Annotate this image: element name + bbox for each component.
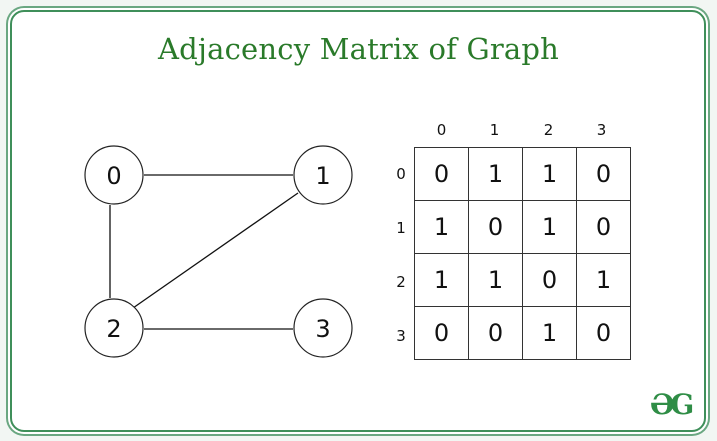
matrix-cell: 1 bbox=[468, 253, 523, 307]
graph-node-0: 0 bbox=[84, 145, 144, 205]
matrix-column-header: 1 bbox=[489, 121, 500, 139]
edge-1-2 bbox=[132, 192, 299, 309]
matrix-column-header: 2 bbox=[543, 121, 554, 139]
matrix-cell: 0 bbox=[576, 306, 631, 360]
adjacency-matrix: 0 1 1 0 1 0 1 0 1 1 0 1 0 0 1 0 bbox=[414, 147, 631, 360]
graph-node-label: 3 bbox=[315, 315, 330, 343]
matrix-row: 1 0 1 0 bbox=[414, 200, 631, 254]
brand-logo: ƏG bbox=[650, 388, 694, 421]
matrix-row-header: 3 bbox=[396, 327, 406, 345]
matrix-cell: 0 bbox=[522, 253, 577, 307]
diagram-title: Adjacency Matrix of Graph bbox=[157, 32, 560, 66]
graph-node-2: 2 bbox=[84, 298, 144, 358]
graph-node-1: 1 bbox=[293, 145, 353, 205]
matrix-cell: 0 bbox=[414, 147, 469, 201]
matrix-row-header: 2 bbox=[396, 273, 406, 291]
graph-node-label: 2 bbox=[106, 315, 121, 343]
matrix-row: 0 1 1 0 bbox=[414, 147, 631, 201]
matrix-cell: 0 bbox=[576, 147, 631, 201]
matrix-cell: 1 bbox=[522, 306, 577, 360]
matrix-cell: 0 bbox=[468, 200, 523, 254]
matrix-column-header: 0 bbox=[436, 121, 447, 139]
matrix-row: 1 1 0 1 bbox=[414, 253, 631, 307]
matrix-cell: 1 bbox=[414, 200, 469, 254]
matrix-cell: 0 bbox=[576, 200, 631, 254]
matrix-cell: 1 bbox=[468, 147, 523, 201]
matrix-row: 0 0 1 0 bbox=[414, 306, 631, 360]
matrix-cell: 1 bbox=[576, 253, 631, 307]
matrix-cell: 0 bbox=[414, 306, 469, 360]
matrix-cell: 1 bbox=[522, 147, 577, 201]
matrix-row-header: 1 bbox=[396, 219, 406, 237]
matrix-column-header: 3 bbox=[596, 121, 607, 139]
matrix-cell: 1 bbox=[414, 253, 469, 307]
matrix-cell: 0 bbox=[468, 306, 523, 360]
graph-node-label: 1 bbox=[315, 162, 330, 190]
matrix-cell: 1 bbox=[522, 200, 577, 254]
graph-node-label: 0 bbox=[106, 162, 121, 190]
graph-node-3: 3 bbox=[293, 298, 353, 358]
matrix-row-header: 0 bbox=[396, 165, 406, 183]
